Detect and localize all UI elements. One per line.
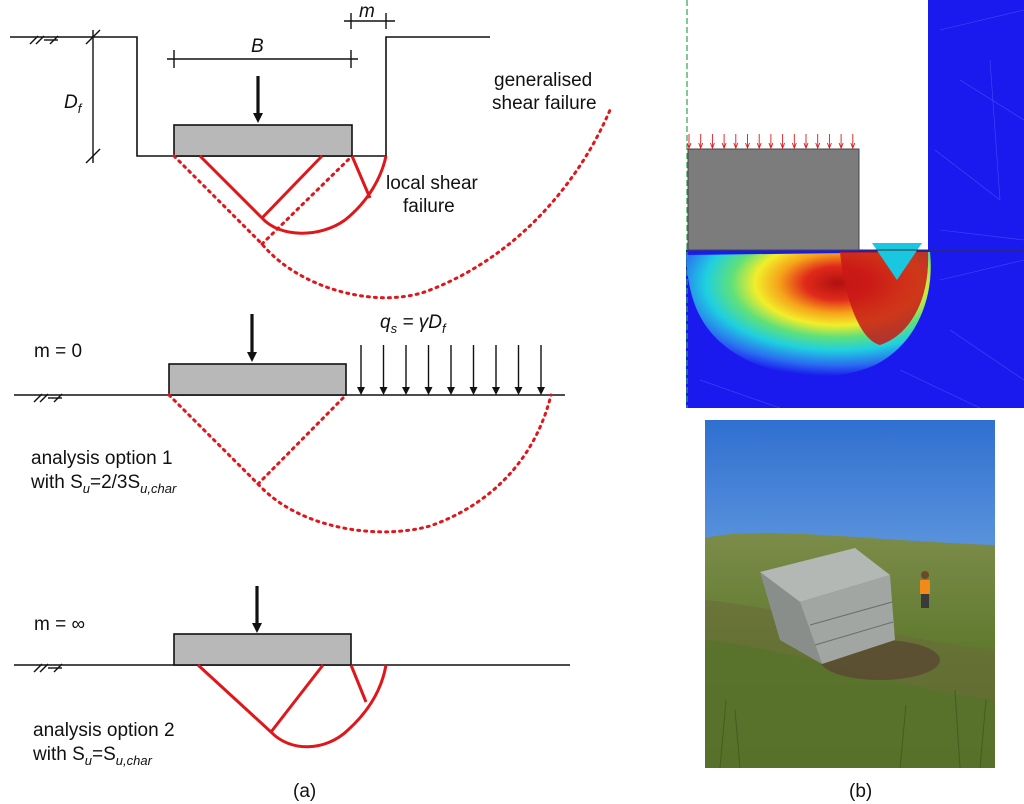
option2-failure-mechanism	[196, 663, 388, 749]
local-label-line1: local shear	[386, 173, 479, 194]
option2-line1: analysis option 2	[33, 720, 175, 741]
option1-line2: with Su=2/3Su,char	[30, 472, 177, 496]
fe-load-arrowhead	[791, 142, 797, 150]
fe-load-arrowhead	[756, 142, 762, 150]
fe-load-arrowhead	[686, 142, 692, 150]
local-failure-mechanism	[198, 154, 388, 235]
case1-label: m = 0	[34, 341, 82, 362]
footing-surface-2	[173, 633, 352, 666]
m-label: m	[359, 1, 375, 22]
fe-load-arrowhead	[803, 142, 809, 150]
diagram-m-infinity: m = ∞ analysis option 2 with Su=Su,char	[14, 586, 570, 768]
fe-contour-plot	[686, 0, 1024, 409]
fe-load-arrowhead	[838, 142, 844, 150]
fe-load-arrows	[686, 134, 856, 150]
fe-load-arrowhead	[815, 142, 821, 150]
fe-load-arrowhead	[850, 142, 856, 150]
fe-load-arrowhead	[768, 142, 774, 150]
worker	[920, 571, 930, 608]
option1-wedge-line	[256, 393, 348, 486]
fe-load-arrowhead	[709, 142, 715, 150]
generalised-wedge-line	[260, 154, 354, 246]
fe-load-arrowhead	[721, 142, 727, 150]
fe-load-arrowhead	[745, 142, 750, 150]
generalised-failure-curve	[172, 108, 612, 300]
diagram-embedded-footing: Df B m generalised shear failure local s…	[10, 1, 612, 300]
soil-hatch-3	[33, 663, 63, 673]
fe-load-arrowhead	[826, 142, 832, 150]
fe-soil-upper	[928, 0, 1024, 250]
field-photo	[705, 420, 995, 769]
fe-load-arrowhead	[698, 142, 704, 150]
local-label-line2: failure	[403, 196, 455, 217]
option1-line1: analysis option 1	[31, 448, 173, 469]
df-dimension	[85, 29, 101, 164]
generalised-label-line1: generalised	[494, 70, 592, 91]
footing-embedded	[173, 124, 353, 157]
fe-footing	[687, 148, 860, 251]
footing-surface-1	[168, 363, 347, 396]
option2-line2: with Su=Su,char	[32, 744, 153, 768]
tilted-block	[760, 548, 895, 664]
soil-hatch	[29, 35, 59, 45]
surcharge-arrows	[357, 345, 545, 395]
caption-b: (b)	[849, 781, 872, 802]
fe-load-arrowhead	[780, 142, 786, 150]
soil-hatch-2	[33, 393, 63, 403]
fe-load-arrowhead	[733, 142, 739, 150]
fe-wedge	[872, 243, 922, 280]
diagram-m-zero: m = 0 qs = γDf analysis option 1 with Su…	[14, 312, 565, 534]
generalised-label-line2: shear failure	[492, 93, 597, 114]
option1-failure-curve	[167, 393, 553, 534]
b-label: B	[251, 36, 264, 57]
surcharge-label: qs = γDf	[380, 312, 447, 336]
df-label: Df	[64, 92, 83, 116]
caption-a: (a)	[293, 781, 316, 802]
fe-mesh	[699, 9, 1024, 409]
m-dimension	[344, 13, 395, 29]
case2-label: m = ∞	[34, 614, 85, 635]
b-dimension	[167, 50, 358, 68]
